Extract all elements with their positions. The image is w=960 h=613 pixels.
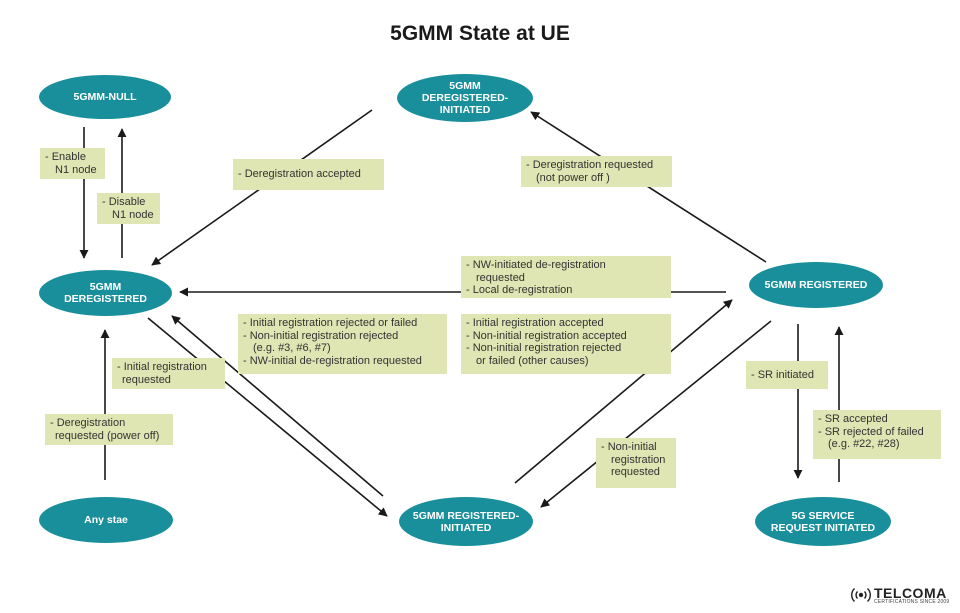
state-any-state: Any stae — [39, 497, 173, 543]
arrow-dereg-requested-not-power-off — [530, 111, 767, 263]
label-line: N1 node — [112, 208, 154, 221]
diagram-title: 5GMM State at UE — [390, 22, 570, 45]
label-line: - Initial registration — [117, 361, 207, 373]
signal-waves-icon — [851, 587, 871, 603]
state-line: 5GMM-NULL — [73, 91, 137, 103]
label-line: - Initial registration accepted — [466, 317, 604, 329]
label-line: registration — [611, 453, 666, 466]
state-5gmm-registered-initiated: 5GMM REGISTERED- INITIATED — [399, 497, 533, 546]
label-sr-initiated: - SR initiated — [746, 361, 828, 389]
state-5gmm-registered: 5GMM REGISTERED — [749, 262, 883, 308]
label-dereg-requested-not-power-off: - Deregistration requested (not power of… — [521, 156, 672, 187]
label-line: - Non-initial — [601, 441, 657, 453]
state-line: 5GMM DEREGISTERED- — [421, 80, 509, 104]
label-line: requested — [611, 466, 660, 478]
state-line: REQUEST INITIATED — [770, 521, 876, 534]
state-5gmm-deregistered-initiated: 5GMM DEREGISTERED- INITIATED — [397, 74, 533, 122]
state-line: 5GMM DEREGISTERED — [64, 281, 147, 305]
arrow-initial-reg-accepted — [514, 299, 733, 484]
state-5g-service-request-initiated: 5G SERVICE REQUEST INITIATED — [755, 497, 891, 546]
label-initial-reg-requested: - Initial registration requested — [112, 358, 225, 389]
state-line: 5G SERVICE — [791, 509, 855, 522]
label-line: or failed (other causes) — [476, 354, 589, 367]
label-line: - Deregistration accepted — [238, 168, 361, 181]
arrow-initial-reg-requested — [147, 317, 388, 517]
state-line: 5GMM REGISTERED — [764, 279, 868, 291]
label-line: - SR accepted — [818, 413, 888, 425]
state-line: INITIATED — [439, 104, 491, 116]
state-line: 5GMM REGISTERED- — [412, 509, 520, 522]
state-5gmm-deregistered: 5GMM DEREGISTERED — [39, 270, 172, 316]
label-line: - SR initiated — [751, 368, 814, 381]
label-line: (e.g. #22, #28) — [828, 438, 900, 450]
label-line: - NW-initiated de-registration — [466, 259, 606, 271]
label-line: requested (power off) — [55, 429, 160, 442]
label-dereg-accepted: - Deregistration accepted — [233, 159, 384, 190]
label-line: - SR rejected of failed — [818, 425, 924, 438]
label-sr-accepted: - SR accepted - SR rejected of failed (e… — [813, 410, 941, 459]
label-line: - Non-initial registration rejected — [243, 329, 399, 342]
label-initial-reg-accepted: - Initial registration accepted - Non-in… — [461, 314, 671, 374]
label-line: - Deregistration — [50, 417, 126, 429]
label-non-initial-reg-requested: - Non-initial registration requested — [596, 438, 676, 488]
label-line: - Non-initial registration rejected — [466, 342, 622, 354]
label-line: - Disable — [102, 196, 146, 208]
label-line: N1 node — [55, 163, 97, 176]
label-enable-n1: - Enable N1 node — [40, 148, 105, 179]
label-line: - Enable — [45, 151, 86, 163]
label-disable-n1: - Disable N1 node — [97, 193, 160, 224]
label-line: - Non-initial registration accepted — [466, 329, 627, 342]
label-line: - Local de-registration — [466, 284, 573, 296]
label-initial-reg-rejected: - Initial registration rejected or faile… — [238, 314, 447, 374]
state-5gmm-null: 5GMM-NULL — [39, 75, 171, 119]
logo-tagline: CERTIFICATIONS SINCE 2009 — [874, 598, 950, 605]
label-line: requested — [476, 271, 525, 284]
state-line: INITIATED — [440, 521, 492, 534]
label-line: (not power off ) — [536, 171, 610, 184]
label-line: - Initial registration rejected or faile… — [243, 317, 418, 329]
label-line: requested — [122, 373, 171, 386]
state-line: Any stae — [84, 514, 128, 526]
label-line: - NW-initial de-registration requested — [243, 354, 422, 367]
arrow-initial-reg-rejected — [171, 315, 384, 497]
arrow-non-initial-reg-requested — [540, 320, 772, 508]
label-dereg-power-off: - Deregistration requested (power off) — [45, 414, 173, 445]
label-line: - Deregistration requested — [526, 159, 654, 171]
telcoma-logo: TELCOMA CERTIFICATIONS SINCE 2009 — [850, 583, 950, 607]
label-line: (e.g. #3, #6, #7) — [253, 342, 331, 354]
label-nw-initiated-dereg: - NW-initiated de-registration requested… — [461, 256, 671, 298]
logo-name: TELCOMA — [874, 584, 947, 601]
